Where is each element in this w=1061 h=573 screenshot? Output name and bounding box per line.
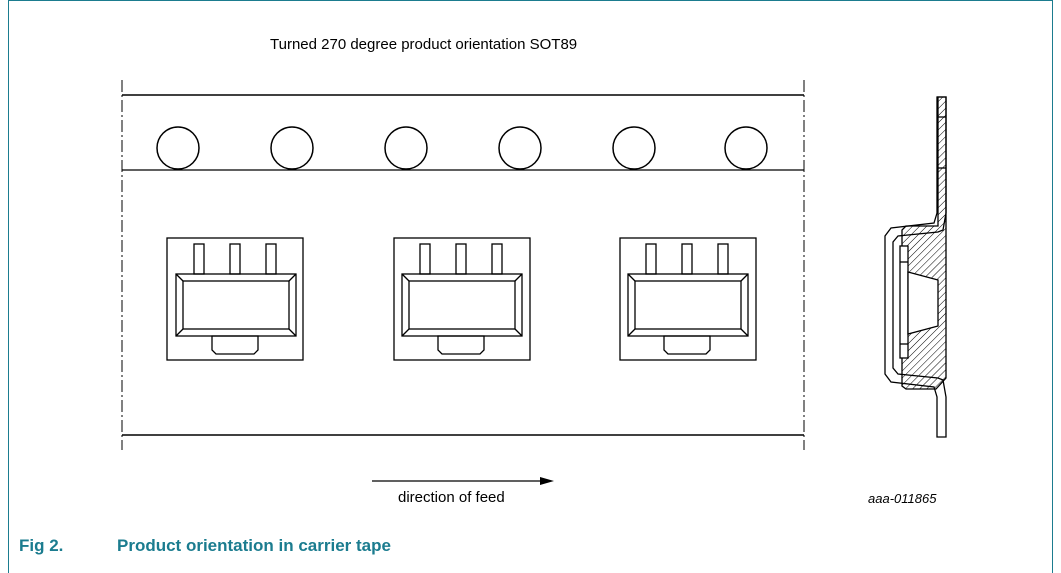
carrier-tape: [121, 80, 805, 450]
tape-pocket: [166, 237, 304, 361]
tape-pocket: [619, 237, 757, 361]
figure-caption-text: Product orientation in carrier tape: [117, 536, 391, 555]
sprocket-hole: [612, 126, 656, 170]
sprocket-hole: [498, 126, 542, 170]
sprocket-hole: [724, 126, 768, 170]
sprocket-hole: [156, 126, 200, 170]
sprocket-hole: [384, 126, 428, 170]
figure-number: Fig 2.: [19, 536, 64, 555]
figure-frame: [8, 0, 1053, 573]
sot89-package: [401, 243, 523, 355]
figure-caption: Fig 2. Product orientation in carrier tap…: [19, 536, 391, 556]
tape-cross-section: [884, 96, 947, 438]
sprocket-hole: [270, 126, 314, 170]
section-package: [899, 245, 909, 359]
feed-direction-label: direction of feed: [398, 489, 505, 506]
feed-arrow: [372, 477, 554, 485]
sot89-package: [175, 243, 297, 355]
sot89-package: [627, 243, 749, 355]
tape-pocket: [393, 237, 531, 361]
diagram-title: Turned 270 degree product orientation SO…: [270, 36, 578, 53]
section-package-body: [907, 271, 939, 335]
drawing-code: aaa-011865: [868, 491, 937, 506]
sprocket-holes: [156, 126, 768, 170]
section-outline-outer: [884, 96, 947, 438]
